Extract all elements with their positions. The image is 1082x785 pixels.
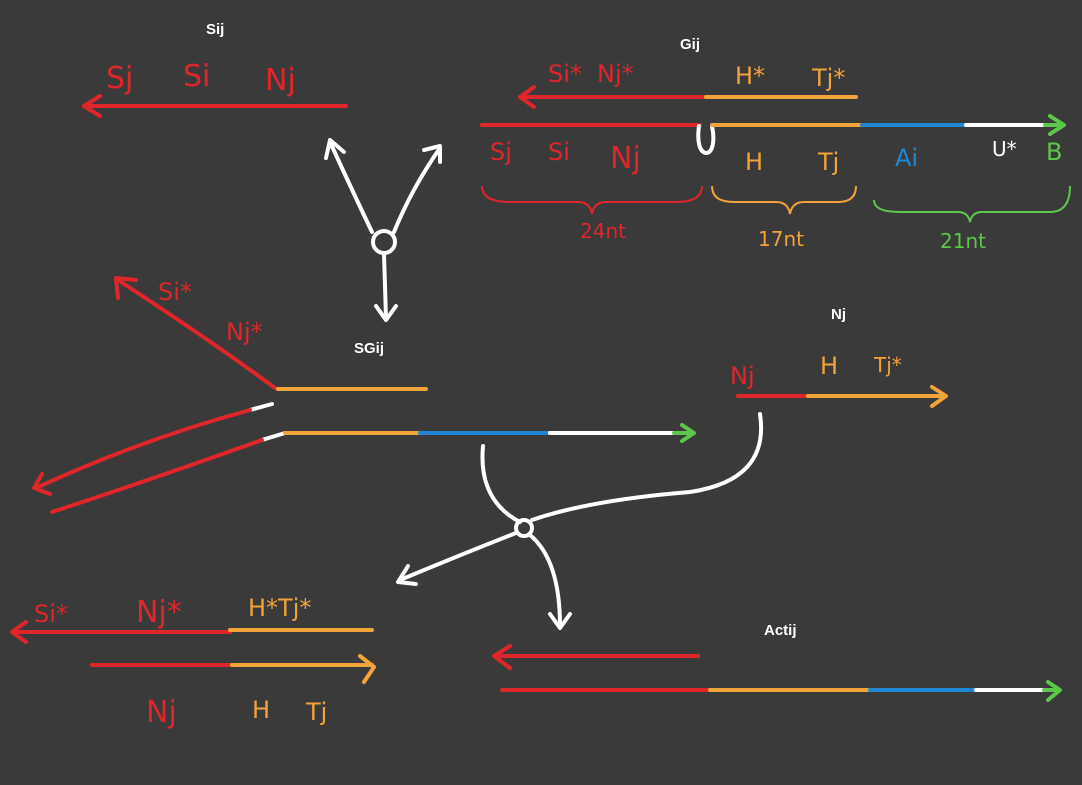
gij-length-red: 24nt [580,219,626,243]
sij-label-si: Si [183,59,210,94]
gij-label-h-star: H* [735,62,765,90]
sgij-title: SGij [354,340,384,357]
gij-title: Gij [680,36,700,53]
gij-label-tj: Tj [817,148,839,176]
gij-loop-link [696,124,716,156]
gij-green-brace [873,185,1071,223]
sgij-label-nj-star: Nj* [226,318,263,346]
sgij-displaced-red-strand [116,278,277,390]
gij-length-green: 21nt [940,229,986,253]
node1-arrow-to-gij [392,146,442,234]
node2-arrowhead-result [396,564,418,586]
gij-complex-group: Gij Si* Nj* H* Tj* Sj Si Nj H Tj Ai U* B… [480,36,1071,253]
node2-circle [514,518,534,538]
nj-label-h: H [820,352,838,380]
node2-arrowhead-actij [548,612,572,630]
sgij-complex-group: SGij Si* Nj* [32,276,696,514]
result-duplex-group: Si* Nj* H*Tj* Nj H Tj [10,594,376,730]
gij-label-nj-star: Nj* [597,60,634,88]
sij-label-sj: Sj [106,61,133,96]
gij-top-arrowhead [518,85,536,109]
sgij-displaced-arrowhead [114,276,138,300]
gij-bottom-arrowhead [1048,114,1066,136]
result-bottom-arrowhead [358,654,376,684]
reaction-node-2 [396,412,764,630]
gij-label-nj: Nj [610,141,641,176]
nj-strand-group: Nj Nj H Tj* [730,306,948,408]
gij-label-ai: Ai [895,144,918,172]
sgij-lower-white-link [260,431,287,442]
node1-arrowhead-sij [324,138,346,160]
node2-from-sgij [480,444,522,524]
sgij-label-si-star: Si* [158,278,192,306]
gij-label-b: B [1046,138,1062,166]
sgij-upper-arrowhead [32,472,52,496]
gij-label-tj-star: Tj* [811,64,845,92]
gij-red-brace [481,185,703,215]
result-label-si-star: Si* [34,600,68,628]
node2-arrow-to-actij [528,533,562,628]
node1-arrow-to-sij [328,140,374,234]
nj-label-nj: Nj [730,362,755,390]
actij-top-arrowhead [492,644,512,670]
sij-label-nj: Nj [265,63,296,98]
gij-label-si-star: Si* [548,60,582,88]
gij-length-orange: 17nt [758,227,804,251]
sij-strand-group: Sij Sj Si Nj [82,21,348,118]
gij-label-u-star: U* [992,137,1017,161]
node1-arrow-to-sgij [382,252,388,320]
actij-bottom-arrowhead [1046,680,1062,702]
reaction-node-1 [324,138,442,322]
nj-label-tj-star: Tj* [873,353,902,377]
node2-from-nj [530,412,764,522]
nj-arrowhead [930,385,948,408]
gij-label-sj: Sj [490,138,512,166]
result-label-nj: Nj [146,695,177,730]
actij-title: Actij [764,622,797,639]
node1-circle [371,229,397,255]
result-label-tj: Tj [305,698,327,726]
node2-arrow-to-result [398,531,518,582]
sgij-upper-red-strand [34,408,252,490]
node1-arrowhead-sgij [374,304,398,322]
sgij-lower-arrowhead [680,423,696,443]
gij-label-si: Si [548,138,570,166]
actij-complex-group: Actij [492,622,1062,702]
result-label-nj-star: Nj* [136,595,182,630]
result-label-h-tj-star: H*Tj* [248,594,311,622]
sij-arrowhead [82,94,102,118]
sij-title: Sij [206,21,224,38]
result-top-arrowhead [10,620,28,644]
node1-arrowhead-gij [422,144,442,164]
result-label-h: H [252,696,270,724]
sgij-upper-white-link [248,402,274,412]
gij-label-h: H [745,148,763,176]
nj-title: Nj [831,306,846,323]
gij-orange-brace [711,185,857,215]
sgij-lower-red-strand [50,438,264,514]
